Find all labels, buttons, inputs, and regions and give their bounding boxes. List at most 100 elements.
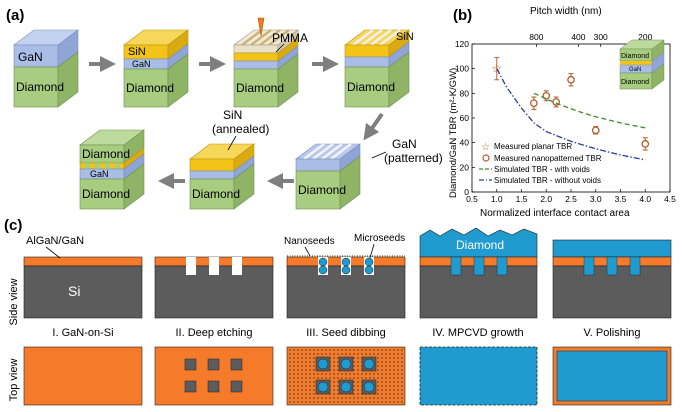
step-3-top-view: [286, 346, 406, 406]
step-4-caption: IV. MPCVD growth: [432, 327, 523, 339]
step-1-side: Si: [23, 256, 143, 319]
microseed-icon: [364, 265, 374, 275]
data-point-circle: [530, 99, 538, 108]
chart-y-axis-label: Diamond/GaN TBR (m²-K/GW): [448, 68, 459, 198]
data-point-circle: [641, 140, 650, 148]
microseed-icon: [318, 257, 328, 267]
stage-7-bottom-label: Diamond: [82, 187, 130, 201]
pmma-label: PMMA: [272, 31, 308, 45]
data-point-circle: [591, 126, 600, 135]
data-point-circle: [567, 75, 575, 84]
inset-bottom-label: Diamond: [621, 79, 649, 86]
stage-5-bottom-label: Diamond: [298, 183, 346, 197]
series-line-2: [533, 92, 646, 129]
legend-with-voids-label: Simulated TBR - with voids: [494, 165, 590, 174]
gan-patterned-label-2: (patterned): [384, 151, 443, 165]
stage-4-block: Diamond: [344, 29, 410, 108]
x-tick-label: 0.5: [466, 194, 478, 204]
step-5-top-view: [552, 346, 672, 406]
inset-top-label: Diamond: [621, 53, 649, 60]
stage-7-middle-label: GaN: [90, 169, 109, 179]
microseeds-label: Microseeds: [354, 233, 405, 244]
y-tick-label: 20: [460, 162, 470, 172]
gan-patterned-label-1: GaN: [392, 137, 417, 151]
microseed-icon: [364, 257, 374, 267]
step-2-top-view: [154, 346, 274, 406]
stage-1-bottom-label: Diamond: [16, 80, 64, 94]
step-1-caption: I. GaN-on-Si: [52, 327, 113, 339]
top-tick-label: 200: [638, 32, 652, 42]
si-label: Si: [68, 283, 80, 299]
top-tick-label: 400: [571, 32, 585, 42]
step-1-top-view: [23, 346, 143, 406]
algan-gan-label: AlGaN/GaN: [26, 235, 84, 247]
panel-c-label: (c): [4, 217, 22, 234]
sin-label-stage-4: SiN: [396, 31, 414, 43]
step-4-side: Diamond: [419, 227, 538, 319]
stage-5-block: Diamond: [295, 143, 361, 210]
y-tick-label: 120: [455, 39, 469, 49]
nanoseeds-pointer: [304, 246, 311, 257]
x-tick-label: 2.5: [565, 194, 577, 204]
step-3-caption: III. Seed dibbing: [306, 327, 386, 339]
stage-6-bottom-label: Diamond: [192, 187, 240, 201]
ebeam-tip-icon: [257, 17, 265, 37]
legend-without-voids-label: Simulated TBR - without voids: [494, 176, 601, 185]
y-tick-label: 40: [460, 138, 470, 148]
x-tick-label: 3.0: [590, 194, 602, 204]
legend-star-icon: ☆: [481, 142, 490, 153]
stage-6-block: Diamond: [189, 143, 255, 210]
step-4-top-view: [419, 346, 538, 406]
gan-pointer: [371, 151, 387, 159]
legend-circle-icon: [482, 154, 490, 162]
step-5-caption: V. Polishing: [583, 327, 640, 339]
chart-top-axis-label: Pitch width (nm): [530, 6, 602, 17]
top-view-label: Top view: [8, 359, 20, 402]
legend-nanopatterned-label: Measured nanopatterned TBR: [494, 154, 602, 163]
stage-2-bottom-label: Diamond: [126, 81, 174, 95]
nanoseeds-label: Nanoseeds: [284, 236, 335, 247]
arrow-4: [363, 112, 384, 141]
microseed-icon: [341, 257, 351, 267]
stage-3-bottom-label: Diamond: [236, 81, 284, 95]
inset-middle-label: GaN: [629, 67, 641, 73]
chart-legend: ☆ Measured planar TBR Measured nanopatte…: [479, 142, 602, 185]
diamond-label: Diamond: [456, 238, 504, 252]
chart-x-axis-label: Normalized interface contact area: [480, 208, 630, 219]
x-tick-label: 4.0: [639, 194, 651, 204]
y-tick-label: 60: [460, 113, 470, 123]
panel-a-label: (a): [6, 7, 24, 24]
algan-pointer: [45, 246, 61, 259]
step-3-side: [286, 255, 406, 319]
stage-1-block: GaN Diamond: [13, 29, 79, 108]
step-2-caption: II. Deep etching: [175, 327, 252, 339]
x-tick-label: 1.5: [516, 194, 528, 204]
stage-4-bottom-label: Diamond: [347, 80, 395, 94]
y-tick-label: 0: [464, 187, 469, 197]
stage-7-top-label: Diamond: [82, 147, 130, 161]
chart-inset-block: Diamond GaN Diamond: [619, 39, 665, 90]
stage-3-block: Diamond: [233, 29, 299, 108]
panel-b-label: (b): [453, 7, 472, 24]
stage-2-block: SiN GaN Diamond: [123, 29, 189, 108]
x-tick-label: 1.0: [491, 194, 503, 204]
step-2-side: [154, 256, 274, 319]
stage-2-top-label: SiN: [128, 46, 146, 58]
microseeds-pointer: [369, 243, 375, 259]
microseed-icon: [318, 265, 328, 275]
top-tick-label: 800: [529, 32, 543, 42]
legend-planar-label: Measured planar TBR: [494, 142, 572, 151]
x-tick-label: 3.5: [615, 194, 627, 204]
data-point-star: ☆: [491, 62, 502, 76]
microseed-icon: [341, 265, 351, 275]
tbr-chart: Pitch width (nm) Normalized interface co…: [448, 6, 676, 219]
sin-annealed-label-2: (annealed): [212, 122, 269, 136]
sin-annealed-label-1: SiN: [223, 108, 242, 122]
pmma-pointer: [275, 43, 285, 53]
stage-1-top-label: GaN: [18, 50, 43, 64]
sin-pointer: [227, 135, 237, 151]
stage-2-middle-label: GaN: [132, 59, 151, 69]
series-line-3: [496, 68, 646, 161]
x-tick-label: 4.5: [664, 194, 676, 204]
